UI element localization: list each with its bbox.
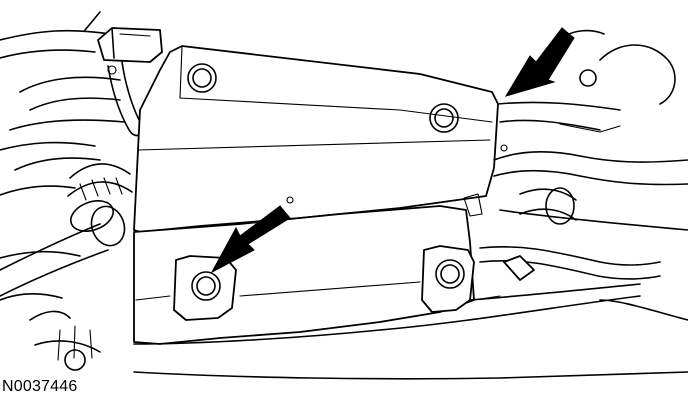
- callout-arrow-lower-left: [210, 205, 291, 274]
- wire-connector: [84, 11, 163, 137]
- figure-id-label: N0037446: [2, 378, 78, 395]
- bolt-lower-right: [435, 259, 465, 289]
- bolt-upper-middle: [429, 103, 459, 133]
- upper-cover-plate: [133, 45, 508, 233]
- drive-shaft: [0, 163, 133, 297]
- background-components: [0, 29, 126, 371]
- lower-shield-plate: [133, 193, 501, 345]
- callout-arrow-upper-right: [504, 27, 575, 97]
- bolt-upper-left: [187, 63, 217, 93]
- bolt-lower-left: [191, 271, 221, 301]
- right-components: [479, 29, 688, 321]
